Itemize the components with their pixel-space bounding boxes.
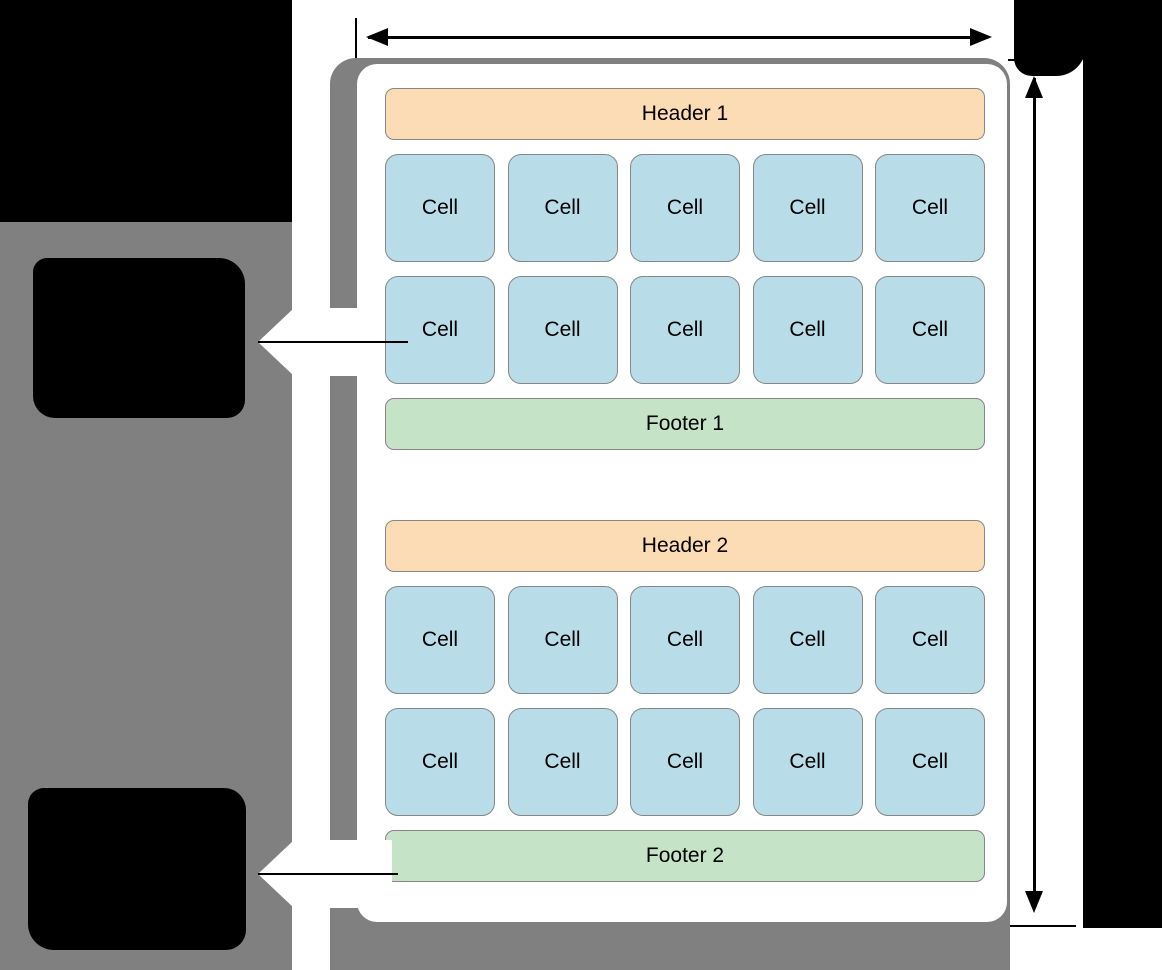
cell[interactable]: Cell (507, 276, 618, 384)
section-1-header: Header 1 (385, 88, 985, 140)
cell[interactable]: Cell (385, 708, 495, 816)
width-dimension-tick-right (1014, 18, 1016, 60)
section-1-footer: Footer 1 (385, 398, 985, 450)
cell[interactable]: Cell (630, 708, 740, 816)
cell[interactable]: Cell (630, 586, 740, 694)
section-1-row-2: Cell Cell Cell Cell Cell (385, 276, 985, 384)
cell[interactable]: Cell (752, 708, 863, 816)
section-1: Header 1 Cell Cell Cell Cell Cell Cell C… (385, 88, 985, 450)
cell[interactable]: Cell (385, 154, 495, 262)
height-dimension-tick-top (1008, 59, 1076, 61)
callout-footer-leader-line (258, 873, 398, 875)
cell[interactable]: Cell (385, 586, 495, 694)
height-dimension-tick-bottom (1008, 925, 1076, 927)
height-dimension-arrowhead-top (1025, 76, 1043, 98)
cell[interactable]: Cell (875, 276, 985, 384)
section-1-row-1: Cell Cell Cell Cell Cell (385, 154, 985, 262)
cell[interactable]: Cell (875, 708, 985, 816)
cell[interactable]: Cell (752, 586, 863, 694)
height-dimension-line (1033, 78, 1036, 908)
width-dimension-arrowhead-right (970, 28, 992, 46)
cell[interactable]: Cell (507, 708, 618, 816)
height-dimension-arrowhead-bottom (1025, 891, 1043, 913)
cell[interactable]: Cell (752, 276, 863, 384)
width-dimension-line (368, 36, 988, 39)
width-dimension-tick-left (355, 18, 357, 60)
background-gray-left-upper (0, 218, 300, 238)
section-2: Header 2 Cell Cell Cell Cell Cell Cell C… (385, 520, 985, 882)
section-2-header: Header 2 (385, 520, 985, 572)
redaction-block-bottom-left (28, 788, 246, 950)
cell[interactable]: Cell (630, 154, 740, 262)
redaction-block-top-left (0, 0, 305, 222)
cell[interactable]: Cell (752, 154, 863, 262)
cell[interactable]: Cell (507, 586, 618, 694)
section-2-row-2: Cell Cell Cell Cell Cell (385, 708, 985, 816)
cell[interactable]: Cell (630, 276, 740, 384)
redaction-block-right (1083, 0, 1162, 928)
redaction-block-mid-left (33, 258, 245, 418)
callout-cell-band (292, 0, 330, 970)
width-dimension-arrowhead-left (366, 28, 388, 46)
cell[interactable]: Cell (875, 586, 985, 694)
cell[interactable]: Cell (507, 154, 618, 262)
cell[interactable]: Cell (875, 154, 985, 262)
collection-view-panel: Header 1 Cell Cell Cell Cell Cell Cell C… (357, 64, 1007, 922)
callout-cell-leader-line (258, 341, 408, 343)
cell[interactable]: Cell (385, 276, 495, 384)
redaction-block-right-notch (1014, 0, 1086, 76)
section-2-row-1: Cell Cell Cell Cell Cell (385, 586, 985, 694)
section-2-footer: Footer 2 (385, 830, 985, 882)
